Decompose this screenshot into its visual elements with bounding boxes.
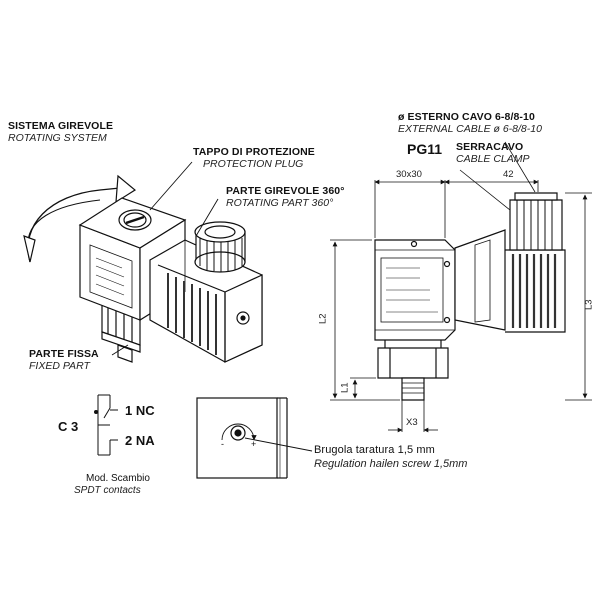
dim-l3: L3 bbox=[583, 299, 595, 311]
contacts-model-label-en: SPDT contacts bbox=[74, 485, 141, 496]
side-view: - + bbox=[196, 397, 313, 479]
cable-diameter-label-en: EXTERNAL CABLE ø 6-8/8-10 bbox=[398, 123, 542, 135]
fixed-part-label: PARTE FISSA bbox=[29, 348, 99, 360]
dim-l1: L1 bbox=[339, 382, 351, 394]
rotating-part-label: PARTE GIREVOLE 360° bbox=[226, 185, 345, 197]
ortho-gland bbox=[509, 199, 563, 251]
leader-lines bbox=[111, 161, 219, 356]
contact-c-label: C 3 bbox=[58, 419, 79, 434]
rotating-system-label: SISTEMA GIREVOLE bbox=[8, 120, 114, 132]
svg-text:-: - bbox=[221, 439, 224, 449]
iso-view bbox=[23, 174, 263, 363]
spdt-symbol bbox=[94, 394, 118, 456]
contact-na-label: 2 NA bbox=[125, 433, 155, 448]
dimension-lines bbox=[330, 141, 592, 433]
rotating-part-label-en: ROTATING PART 360° bbox=[226, 197, 334, 209]
cable-diameter-label: ø ESTERNO CAVO 6-8/8-10 bbox=[398, 111, 535, 123]
contact-nc-label: 1 NC bbox=[125, 403, 155, 418]
ortho-view bbox=[374, 192, 566, 401]
svg-text:+: + bbox=[251, 439, 256, 449]
dim-x3: X3 bbox=[406, 417, 418, 428]
protection-plug-label: TAPPO DI PROTEZIONE bbox=[193, 146, 315, 158]
dim-l2: L2 bbox=[317, 313, 329, 325]
rotating-system-label-en: ROTATING SYSTEM bbox=[8, 132, 107, 144]
dim-30x30: 30x30 bbox=[396, 169, 422, 180]
cable-clamp-label: SERRACAVO bbox=[456, 141, 524, 153]
protection-plug-label-en: PROTECTION PLUG bbox=[203, 158, 304, 170]
fixed-part-label-en: FIXED PART bbox=[29, 360, 90, 372]
contacts-model-label: Mod. Scambio bbox=[86, 473, 150, 484]
pg11-label: PG11 bbox=[407, 141, 443, 157]
dim-42: 42 bbox=[503, 169, 514, 180]
cable-clamp-label-en: CABLE CLAMP bbox=[456, 153, 530, 165]
screw-label-en: Regulation hailen screw 1,5mm bbox=[314, 458, 468, 470]
screw-label: Brugola taratura 1,5 mm bbox=[314, 444, 435, 456]
